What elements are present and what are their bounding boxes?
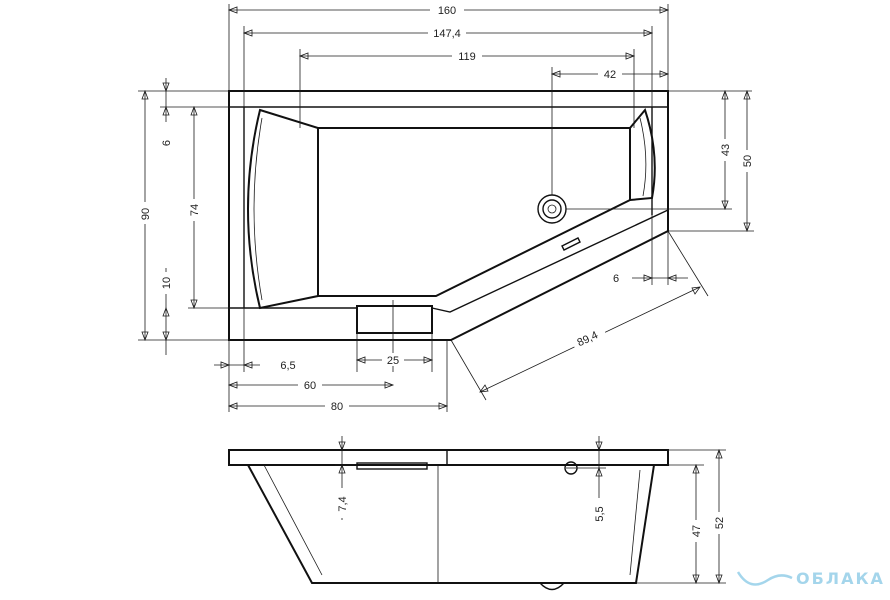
dim-front-length: 80 bbox=[227, 340, 449, 413]
watermark-text: ОБЛАКА bbox=[796, 569, 885, 588]
dim-left-rim-label: 6,5 bbox=[280, 360, 295, 372]
dim-total-width: 90 bbox=[138, 89, 229, 342]
dim-side-depth-label: 50 bbox=[742, 155, 754, 167]
dim-bath-length-label: 119 bbox=[458, 51, 476, 63]
bath-basin bbox=[317, 127, 631, 297]
dim-total-length: 160 bbox=[227, 2, 670, 91]
plan-tub-outline bbox=[228, 90, 669, 341]
watermark-wave-icon bbox=[736, 571, 793, 586]
dim-overflow-height: 7,4 bbox=[334, 436, 357, 520]
dim-total-height-label: 52 bbox=[714, 517, 726, 529]
headrest bbox=[247, 108, 319, 310]
headrest-inner-line bbox=[253, 117, 263, 301]
plan-rim-line-slant bbox=[431, 209, 669, 313]
dim-front-length-label: 80 bbox=[331, 401, 343, 413]
dim-inner-width: 74 bbox=[187, 105, 244, 310]
plan-view: 160 147,4 119 42 bbox=[138, 2, 754, 413]
elevation-drain bbox=[564, 461, 578, 475]
dim-rim-top-label: 6 bbox=[161, 140, 173, 146]
dim-inner-length: 147,4 bbox=[242, 25, 654, 107]
dim-rim-bottom-label: 10 bbox=[161, 277, 173, 289]
dim-inner-height: 47 bbox=[636, 463, 704, 585]
dim-total-length-label: 160 bbox=[438, 5, 456, 17]
watermark: ОБЛАКА bbox=[736, 569, 885, 588]
dim-drain-offset: 42 bbox=[550, 66, 670, 195]
dim-overflow-width-label: 25 bbox=[387, 355, 399, 367]
elevation-drain-bump bbox=[539, 582, 565, 591]
dim-side-depth: 50 bbox=[668, 89, 754, 233]
slant-mark bbox=[561, 237, 581, 251]
elevation-body-inner bbox=[263, 464, 641, 583]
dim-rim-top: 6 bbox=[160, 78, 244, 146]
dim-drain-depth-label: 43 bbox=[720, 144, 732, 156]
dim-inner-length-label: 147,4 bbox=[433, 28, 461, 40]
dim-drain-offset-label: 42 bbox=[604, 69, 616, 81]
dim-drain-depth: 43 bbox=[566, 89, 752, 211]
dim-bath-length: 119 bbox=[298, 48, 636, 128]
drain bbox=[537, 194, 567, 224]
dim-drain-height: 5,5 bbox=[577, 436, 607, 528]
dim-total-width-label: 90 bbox=[140, 208, 152, 220]
dim-left-rim: 6,5 bbox=[214, 308, 296, 412]
dim-to-overflow-label: 60 bbox=[304, 380, 316, 392]
dim-overflow-width: 25 bbox=[355, 300, 434, 372]
elevation-overflow-plate bbox=[356, 462, 428, 470]
dim-inner-height-label: 47 bbox=[691, 525, 703, 537]
dim-slant: 89,4 bbox=[450, 230, 709, 401]
overflow-plate bbox=[356, 305, 433, 334]
elevation-view: 7,4 5,5 47 52 bbox=[228, 436, 726, 591]
elevation-body bbox=[247, 464, 655, 584]
dim-drain-height-label: 5,5 bbox=[594, 506, 606, 521]
elevation-rim bbox=[228, 449, 669, 466]
dim-end-rim: 6 bbox=[613, 215, 688, 285]
dim-rim-bottom: 10 bbox=[159, 268, 173, 355]
foot-end-inner-line bbox=[639, 117, 647, 197]
dim-total-height: 52 bbox=[668, 448, 726, 585]
dim-inner-width-label: 74 bbox=[189, 204, 201, 216]
dim-end-rim-label: 6 bbox=[613, 273, 619, 285]
dim-overflow-height-label: 7,4 bbox=[337, 496, 349, 511]
foot-end bbox=[629, 107, 656, 201]
dim-to-overflow: 60 bbox=[227, 377, 395, 392]
